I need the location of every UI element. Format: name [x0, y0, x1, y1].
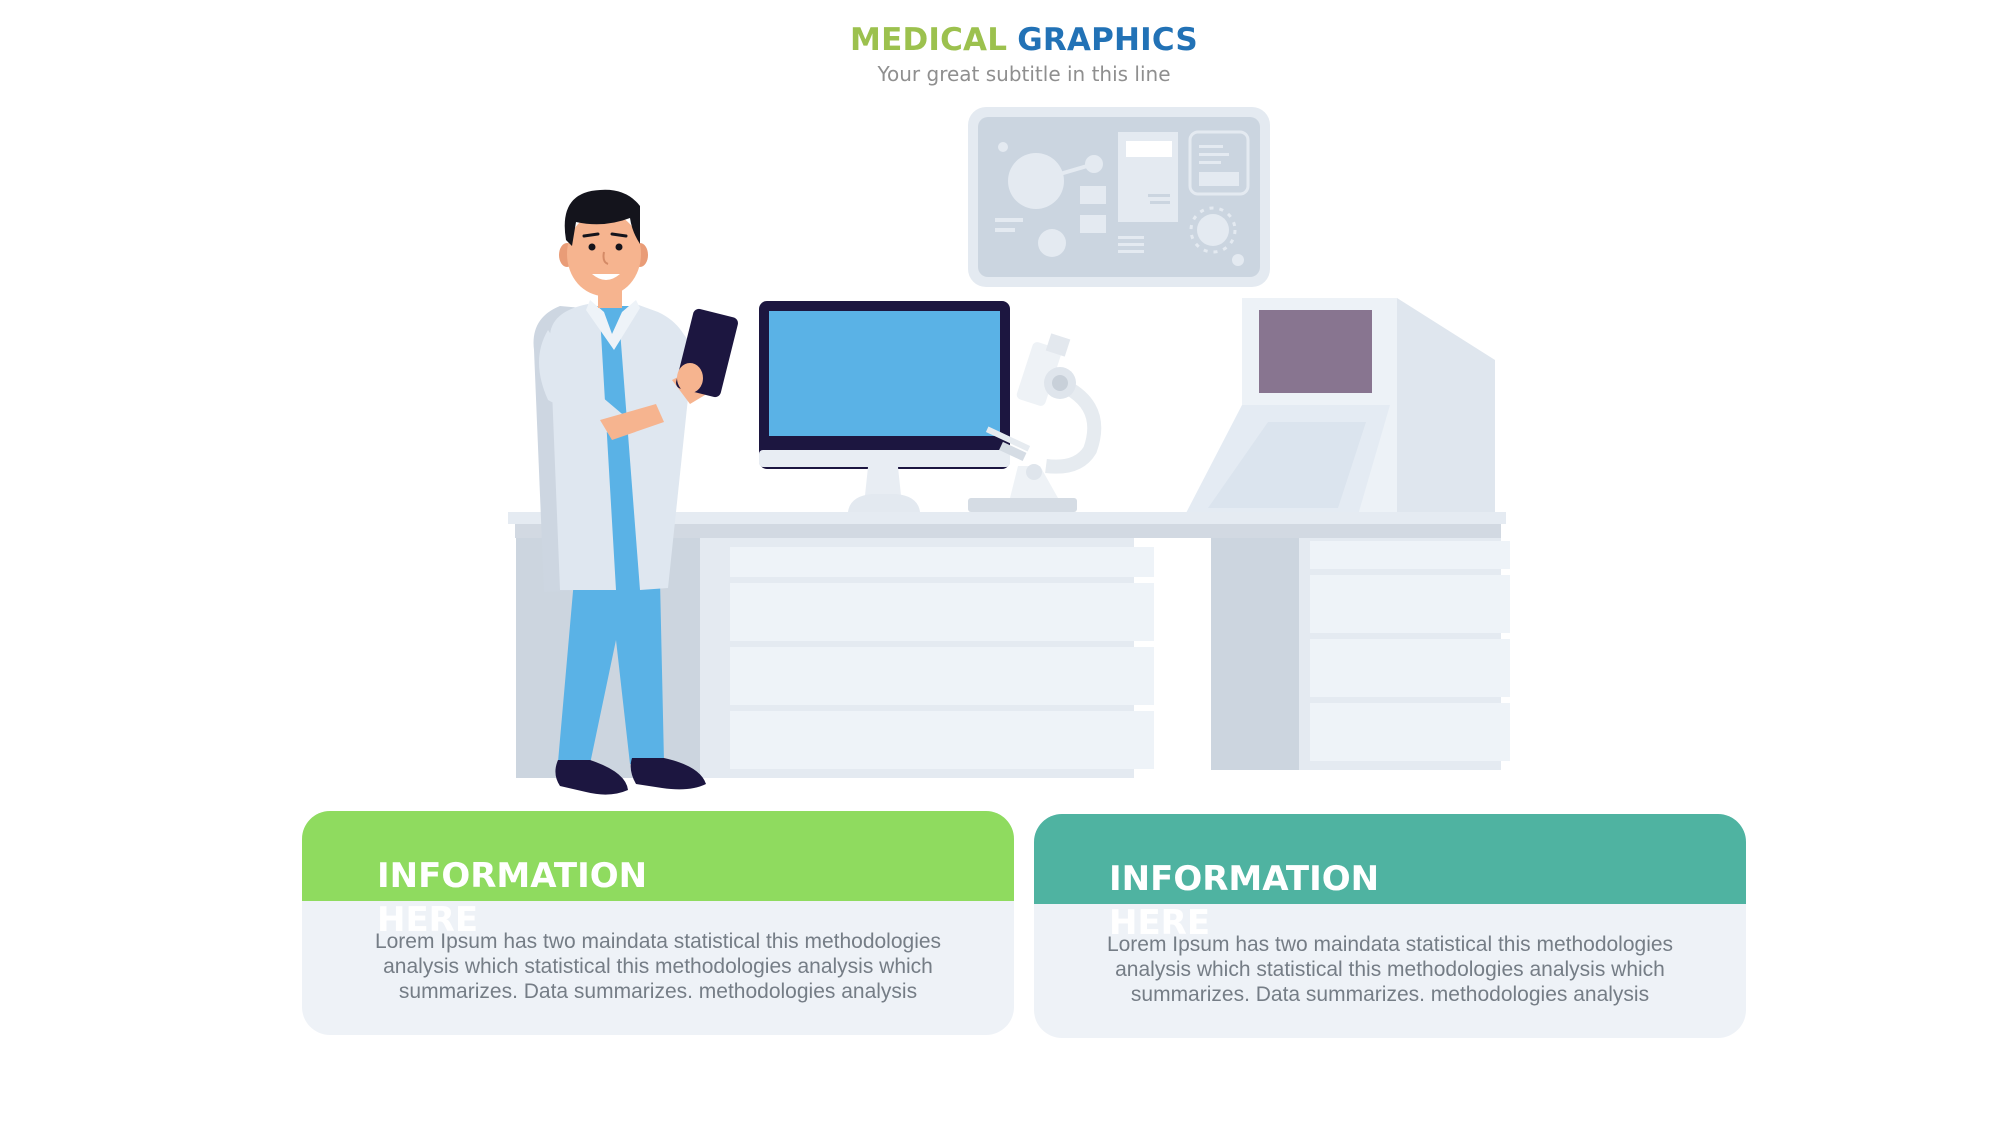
lab-desk	[508, 512, 1510, 778]
title-graphics: GRAPHICS	[1017, 22, 1198, 58]
microscope	[968, 333, 1102, 512]
info-card-2-body: Lorem Ipsum has two maindata statistical…	[1106, 933, 1674, 1006]
info-card-1: INFORMATION HERE Lorem Ipsum has two mai…	[302, 811, 1014, 1035]
title-medical: MEDICAL	[850, 22, 1008, 58]
page-subtitle: Your great subtitle in this line	[877, 62, 1171, 86]
info-card-2-header: INFORMATION HERE	[1034, 814, 1746, 943]
info-card-1-header: INFORMATION HERE	[302, 811, 1014, 940]
info-card-2: INFORMATION HERE Lorem Ipsum has two mai…	[1034, 814, 1746, 1038]
info-card-1-title: INFORMATION HERE	[377, 856, 648, 940]
wall-display-board	[968, 107, 1270, 287]
info-card-2-title: INFORMATION HERE	[1109, 859, 1380, 943]
lab-analyzer-machine	[1185, 298, 1495, 515]
info-card-1-body: Lorem Ipsum has two maindata statistical…	[374, 930, 942, 1003]
computer-monitor	[759, 301, 1010, 512]
doctor-character	[533, 189, 738, 795]
